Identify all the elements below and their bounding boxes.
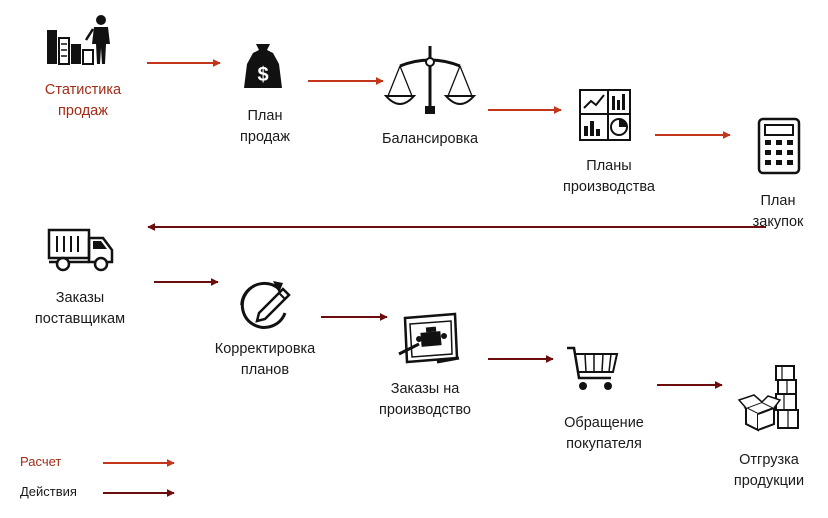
step-label-production-plans: Планы производства <box>563 158 655 195</box>
scales-icon <box>383 46 477 114</box>
step-label-balancing: Балансировка <box>381 131 479 147</box>
blueprint-icon <box>398 312 460 364</box>
step-label-shipment: Отгрузка продукции <box>733 452 805 489</box>
step-label-production-orders: Заказы на производство <box>379 381 471 418</box>
step-label-plan-adjustment: Корректировка планов <box>214 341 316 378</box>
calculator-icon <box>757 117 801 175</box>
step-label-customer-request: Обращение покупателя <box>564 415 644 452</box>
dashboard-icon <box>579 89 631 141</box>
bar-chart-person-icon <box>47 15 110 65</box>
money-bag-icon: $ <box>244 44 282 88</box>
step-label-sales-stats: Статистика продаж <box>44 82 122 119</box>
refresh-pencil-icon <box>240 281 291 329</box>
truck-icon <box>47 228 114 272</box>
legend-action-label: Действия <box>20 484 77 499</box>
step-label-sales-plan: План продаж <box>240 108 290 145</box>
step-label-supplier-orders: Заказы поставщикам <box>34 290 126 327</box>
svg-text:$: $ <box>257 64 268 86</box>
step-label-purchase-plan: План закупок <box>752 193 804 230</box>
boxes-icon <box>737 365 799 432</box>
legend-calc-label: Расчет <box>20 454 62 469</box>
shopping-cart-icon <box>567 346 619 390</box>
